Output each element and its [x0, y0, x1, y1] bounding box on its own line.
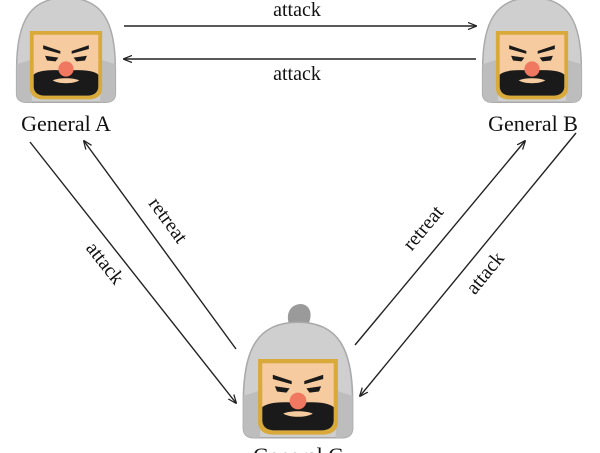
general-b: General B	[481, 0, 583, 136]
message-a-to-c: attack	[29, 141, 236, 403]
general-a: General A	[15, 0, 117, 136]
message-b-to-a-label: attack	[273, 63, 321, 85]
general-c-label: General C	[253, 443, 343, 453]
general-c-avatar-icon	[242, 321, 354, 439]
general-b-avatar-icon	[481, 0, 583, 103]
message-c-to-b: retreat	[354, 141, 525, 346]
general-b-label: General B	[488, 111, 578, 136]
arrow-c-to-a	[84, 141, 237, 350]
message-a-to-b-label: attack	[273, 0, 321, 21]
message-a-to-c-label: attack	[81, 238, 128, 289]
arrow-a-to-c	[29, 141, 236, 403]
message-c-to-b-label: retreat	[399, 201, 449, 255]
general-c: General C	[242, 304, 354, 453]
message-c-to-a: retreat	[84, 141, 237, 350]
message-b-to-c: attack	[360, 132, 577, 396]
message-b-to-a: attack	[124, 59, 476, 85]
general-a-avatar-icon	[15, 0, 117, 103]
message-b-to-c-label: attack	[462, 248, 509, 299]
general-a-label: General A	[21, 111, 111, 136]
arrow-c-to-b	[354, 141, 525, 346]
message-a-to-b: attack	[124, 0, 476, 26]
message-c-to-a-label: retreat	[144, 193, 192, 248]
arrow-b-to-c	[360, 132, 577, 396]
